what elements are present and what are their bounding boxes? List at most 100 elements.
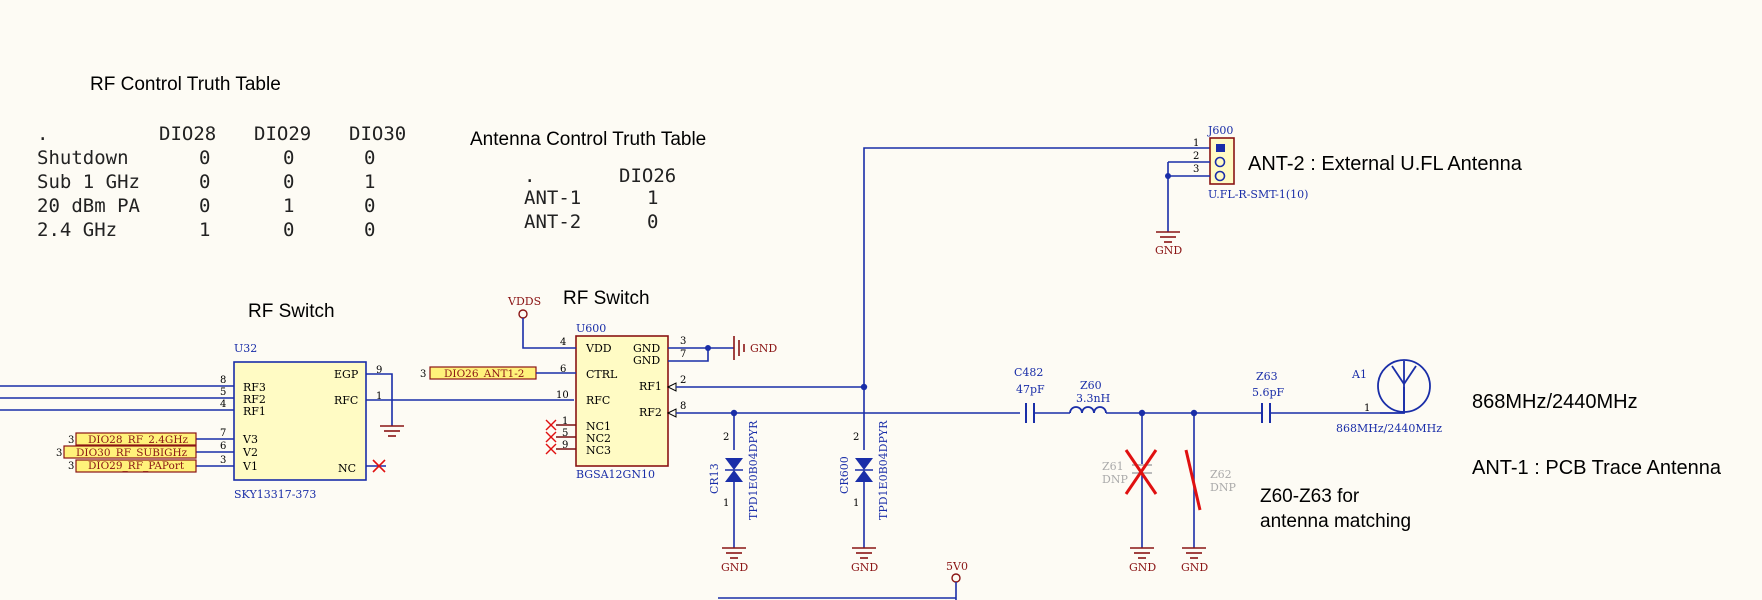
cr13-designator: CR13 <box>708 463 721 494</box>
u600-pin-name: GND <box>633 354 660 367</box>
u600-pin-name: NC3 <box>586 444 611 457</box>
rf-control-truth-table: RF Control Truth Table . DIO28 DIO29 DIO… <box>37 74 406 241</box>
ant-table-cell: 0 <box>647 211 658 233</box>
antenna-description: ANT-1 : PCB Trace Antenna <box>1472 457 1722 479</box>
svg-text:Z62: Z62 <box>1210 468 1232 481</box>
u600-pin-name: NC2 <box>586 432 611 445</box>
u600-title: RF Switch <box>563 288 650 309</box>
z61-dnp[interactable]: Z61 DNP GND <box>1102 413 1158 574</box>
rf-table-cell: 20 dBm PA <box>37 195 141 217</box>
svg-text:5V0: 5V0 <box>946 560 968 573</box>
u600-pin-name: RFC <box>586 394 610 407</box>
antenna-control-table-title: Antenna Control Truth Table <box>470 129 706 150</box>
svg-text:C482: C482 <box>1014 366 1043 379</box>
u32-body[interactable] <box>233 361 367 481</box>
svg-text:47pF: 47pF <box>1016 383 1045 396</box>
j600-ufl-connector[interactable]: J600 1 2 3 U.FL-R-SMT-1(10) GND ANT-2 : … <box>1155 124 1523 257</box>
svg-text:GND: GND <box>1129 561 1156 574</box>
u600-pin-num: 8 <box>680 401 686 412</box>
z60-inductor[interactable]: Z60 3.3nH <box>1069 379 1110 414</box>
ant-table-header-1: DIO26 <box>619 165 676 187</box>
svg-text:DNP: DNP <box>1210 481 1236 494</box>
u32-pin-num: 5 <box>220 387 226 398</box>
svg-text:DIO29_RF_PAPort: DIO29_RF_PAPort <box>88 460 185 472</box>
cr600-gnd-label: GND <box>851 561 878 574</box>
rf-table-cell: 0 <box>364 195 375 217</box>
cr600-pin: 1 <box>853 498 859 509</box>
cr600-designator: CR600 <box>838 456 851 494</box>
u600-part: BGSA12GN10 <box>576 468 655 481</box>
antenna-control-truth-table: Antenna Control Truth Table . DIO26 ANT-… <box>470 129 706 233</box>
u32-pin-name: RFC <box>334 394 358 407</box>
u600-pin-num: 6 <box>560 364 566 375</box>
rf-table-cell: 0 <box>364 147 375 169</box>
svg-text:Z60: Z60 <box>1080 379 1102 392</box>
u32-pin-name: V3 <box>242 433 258 446</box>
u32-designator: U32 <box>234 342 257 355</box>
u600-designator: U600 <box>576 322 606 335</box>
a1-pcb-antenna[interactable]: A1 1 868MHz/2440MHz 868MHz/2440MHz ANT-1… <box>1336 359 1722 479</box>
ground-symbol <box>1130 547 1154 559</box>
j600-pin: 1 <box>1193 138 1199 149</box>
u32-net-label[interactable]: 3 DIO28_RF_2.4GHz <box>68 432 197 446</box>
svg-text:DNP: DNP <box>1102 473 1128 486</box>
ground-symbol <box>1156 231 1180 243</box>
u600-ctrl-net-label[interactable]: 3 DIO26_ANT1-2 <box>420 366 576 380</box>
u600-pin-name: VDD <box>585 342 612 355</box>
z62-dnp[interactable]: Z62 DNP GND <box>1181 413 1236 574</box>
antenna-frequency: 868MHz/2440MHz <box>1472 391 1638 413</box>
svg-text:3: 3 <box>420 369 426 380</box>
rf-table-cell: 0 <box>199 195 210 217</box>
u32-net-label[interactable]: 3 DIO30_RF_SUBIGHz <box>56 445 197 459</box>
ground-symbol <box>722 547 746 559</box>
cr13-gnd-label: GND <box>721 561 748 574</box>
cr13-pin: 2 <box>723 432 729 443</box>
rf-table-cell: 1 <box>199 219 210 241</box>
rf-table-header-2: DIO29 <box>254 123 311 145</box>
matching-network: C482 47pF Z60 3.3nH Z61 DNP <box>1014 366 1411 574</box>
u600-rf-switch[interactable]: RF Switch U600 BGSA12GN10 VDDS 4 6 10 1 … <box>420 288 777 481</box>
c482-capacitor[interactable]: C482 47pF <box>1014 366 1045 423</box>
j600-part: U.FL-R-SMT-1(10) <box>1208 188 1308 201</box>
u600-pin-num: 10 <box>556 390 569 401</box>
u32-pin-num: 4 <box>220 399 226 410</box>
ground-symbol <box>852 547 876 559</box>
u600-pin-num: 5 <box>562 428 568 439</box>
u600-pin-num: 4 <box>560 337 566 348</box>
u600-pin-num: 2 <box>680 375 686 386</box>
u32-pin-name: NC <box>338 462 356 475</box>
u32-rf-switch[interactable]: RF Switch U32 SKY13317-373 8 5 4 7 6 3 R… <box>0 301 404 501</box>
cr13-pin: 1 <box>723 498 729 509</box>
u32-title: RF Switch <box>248 301 335 322</box>
j600-designator: J600 <box>1207 124 1233 137</box>
svg-text:5.6pF: 5.6pF <box>1252 386 1285 399</box>
u600-pin-name: CTRL <box>586 368 618 381</box>
z63-capacitor[interactable]: Z63 5.6pF <box>1252 370 1285 423</box>
rf-table-cell: 0 <box>283 171 294 193</box>
rf-table-header-0: . <box>37 123 48 145</box>
5v0-power-port: 5V0 <box>718 560 968 600</box>
j600-description: ANT-2 : External U.FL Antenna <box>1248 153 1523 175</box>
matching-note: Z60-Z63 for <box>1260 486 1360 507</box>
j600-gnd-label: GND <box>1155 244 1182 257</box>
svg-text:3: 3 <box>68 435 74 446</box>
cr600-part: TPD1E0B04DPYR <box>877 420 890 520</box>
u32-net-label[interactable]: 3 DIO29_RF_PAPort <box>68 459 197 473</box>
cr600-tvs-diode[interactable]: 2 1 CR600 TPD1E0B04DPYR GND <box>838 387 890 574</box>
u32-pin-name: RF2 <box>243 393 266 406</box>
svg-text:DIO28_RF_2.4GHz: DIO28_RF_2.4GHz <box>88 434 188 446</box>
u32-pin-name: V2 <box>242 446 258 459</box>
a1-pin: 1 <box>1364 403 1370 414</box>
rf-table-cell: 0 <box>283 147 294 169</box>
u32-pin-num: 3 <box>220 455 226 466</box>
ground-symbol <box>733 336 745 360</box>
ground-symbol <box>380 425 404 437</box>
ground-symbol <box>1182 547 1206 559</box>
ant-table-cell: ANT-2 <box>524 211 581 233</box>
matching-note: antenna matching <box>1260 511 1411 532</box>
cr13-tvs-diode[interactable]: 2 1 CR13 TPD1E0B04DPYR GND <box>708 413 760 574</box>
svg-text:DIO30_RF_SUBIGHz: DIO30_RF_SUBIGHz <box>76 447 188 459</box>
u600-body[interactable] <box>575 335 669 467</box>
svg-text:VDDS: VDDS <box>507 295 541 308</box>
